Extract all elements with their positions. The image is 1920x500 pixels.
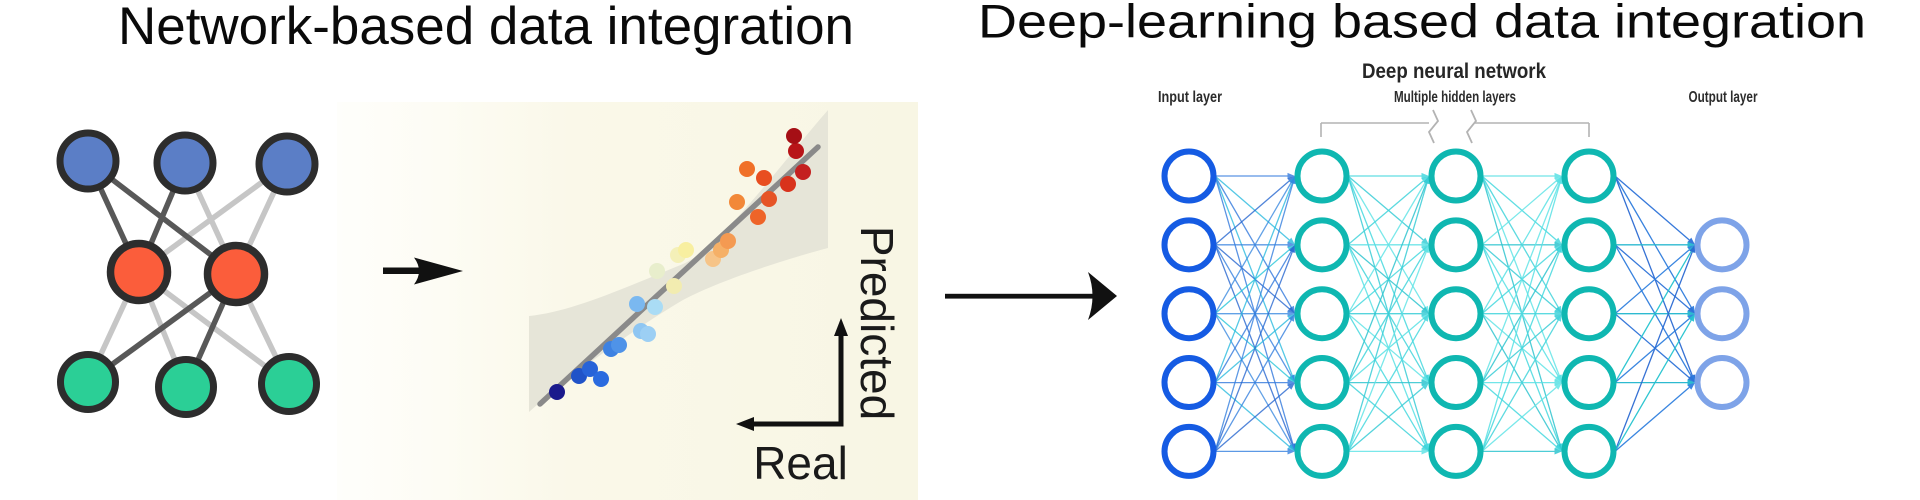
svg-text:Output layer: Output layer xyxy=(1689,89,1758,106)
svg-text:Input layer: Input layer xyxy=(1158,89,1222,106)
svg-text:Real: Real xyxy=(753,437,848,489)
svg-text:Network-based data integration: Network-based data integration xyxy=(118,0,854,56)
svg-text:Deep neural network: Deep neural network xyxy=(1362,60,1546,83)
svg-text:Deep-learning based data integ: Deep-learning based data integration xyxy=(978,0,1866,48)
svg-text:Predicted: Predicted xyxy=(851,226,903,420)
svg-text:Multiple hidden layers: Multiple hidden layers xyxy=(1394,89,1516,106)
